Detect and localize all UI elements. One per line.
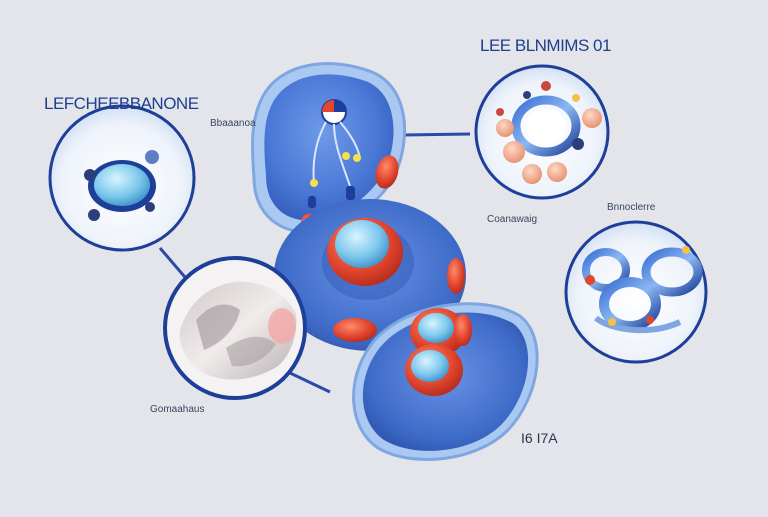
tissue-pink (268, 308, 296, 344)
filament-1 (312, 121, 327, 185)
tissue-fold-1 (196, 304, 240, 350)
organelle-inner-6 (411, 350, 449, 382)
tissue (179, 281, 297, 380)
organelle-red-3 (333, 318, 377, 342)
dot-3 (88, 209, 100, 221)
dark-dot-2 (523, 91, 531, 99)
nucleus-inner (335, 220, 389, 268)
pin-blue-half (334, 100, 346, 112)
right-bottom-magnifier (564, 220, 708, 364)
bulb-2 (353, 154, 361, 162)
red-dot-4 (646, 316, 654, 324)
yellow-dot-1 (572, 94, 580, 102)
dark-dot-1 (572, 138, 584, 150)
ring-b (641, 247, 703, 297)
upper-cell-body (264, 74, 394, 221)
right-top-magnifier (474, 64, 610, 200)
pin-red-half (322, 100, 334, 112)
bottom-cell (352, 302, 539, 462)
bulb-3 (310, 179, 318, 187)
yellow-dot-3 (682, 246, 690, 254)
organelle-red-4 (447, 258, 465, 294)
red-dot-1 (541, 81, 551, 91)
label-top-left-title: LEFCHEEBBANONE (44, 94, 199, 113)
connector-right-top (403, 132, 471, 137)
peach-3 (522, 164, 542, 184)
left-top-magnifier (48, 104, 196, 252)
red-dot-3 (585, 275, 595, 285)
dot-2 (84, 169, 96, 181)
probe-2 (308, 196, 316, 208)
dot-1 (145, 150, 159, 164)
peach-4 (547, 162, 567, 182)
left-bottom-magnifier (163, 256, 307, 400)
label-center-top: Bbaaanoa (210, 118, 256, 129)
probe-1 (346, 186, 355, 200)
label-bottom-right: I6 I7A (521, 430, 558, 446)
red-dot-2 (496, 108, 504, 116)
center-ring-hole (526, 109, 566, 143)
bulb-1 (342, 152, 350, 160)
organelle-inner-5 (418, 313, 454, 343)
tissue-fold-2 (226, 336, 276, 367)
organelle-red-7 (454, 314, 472, 346)
ring-c (599, 277, 661, 331)
organelle-red-1 (375, 155, 399, 189)
connector-left-bottom (287, 370, 331, 394)
label-bottom-left: Gomaahaus (150, 404, 205, 415)
center-ring (511, 95, 581, 157)
ring-inner (94, 164, 150, 206)
dot-4 (145, 202, 155, 212)
peach-5 (582, 108, 602, 128)
yellow-dot-2 (608, 318, 616, 326)
peach-1 (496, 119, 514, 137)
peach-2 (503, 141, 525, 163)
ring-base (594, 315, 682, 334)
filament-2 (333, 123, 351, 187)
label-top-right-title: LEE BLNMIMS 01 (480, 36, 611, 55)
label-right-middle-upper: Coanawaig (487, 214, 538, 225)
label-right-middle: Bnnoclerre (607, 202, 656, 213)
